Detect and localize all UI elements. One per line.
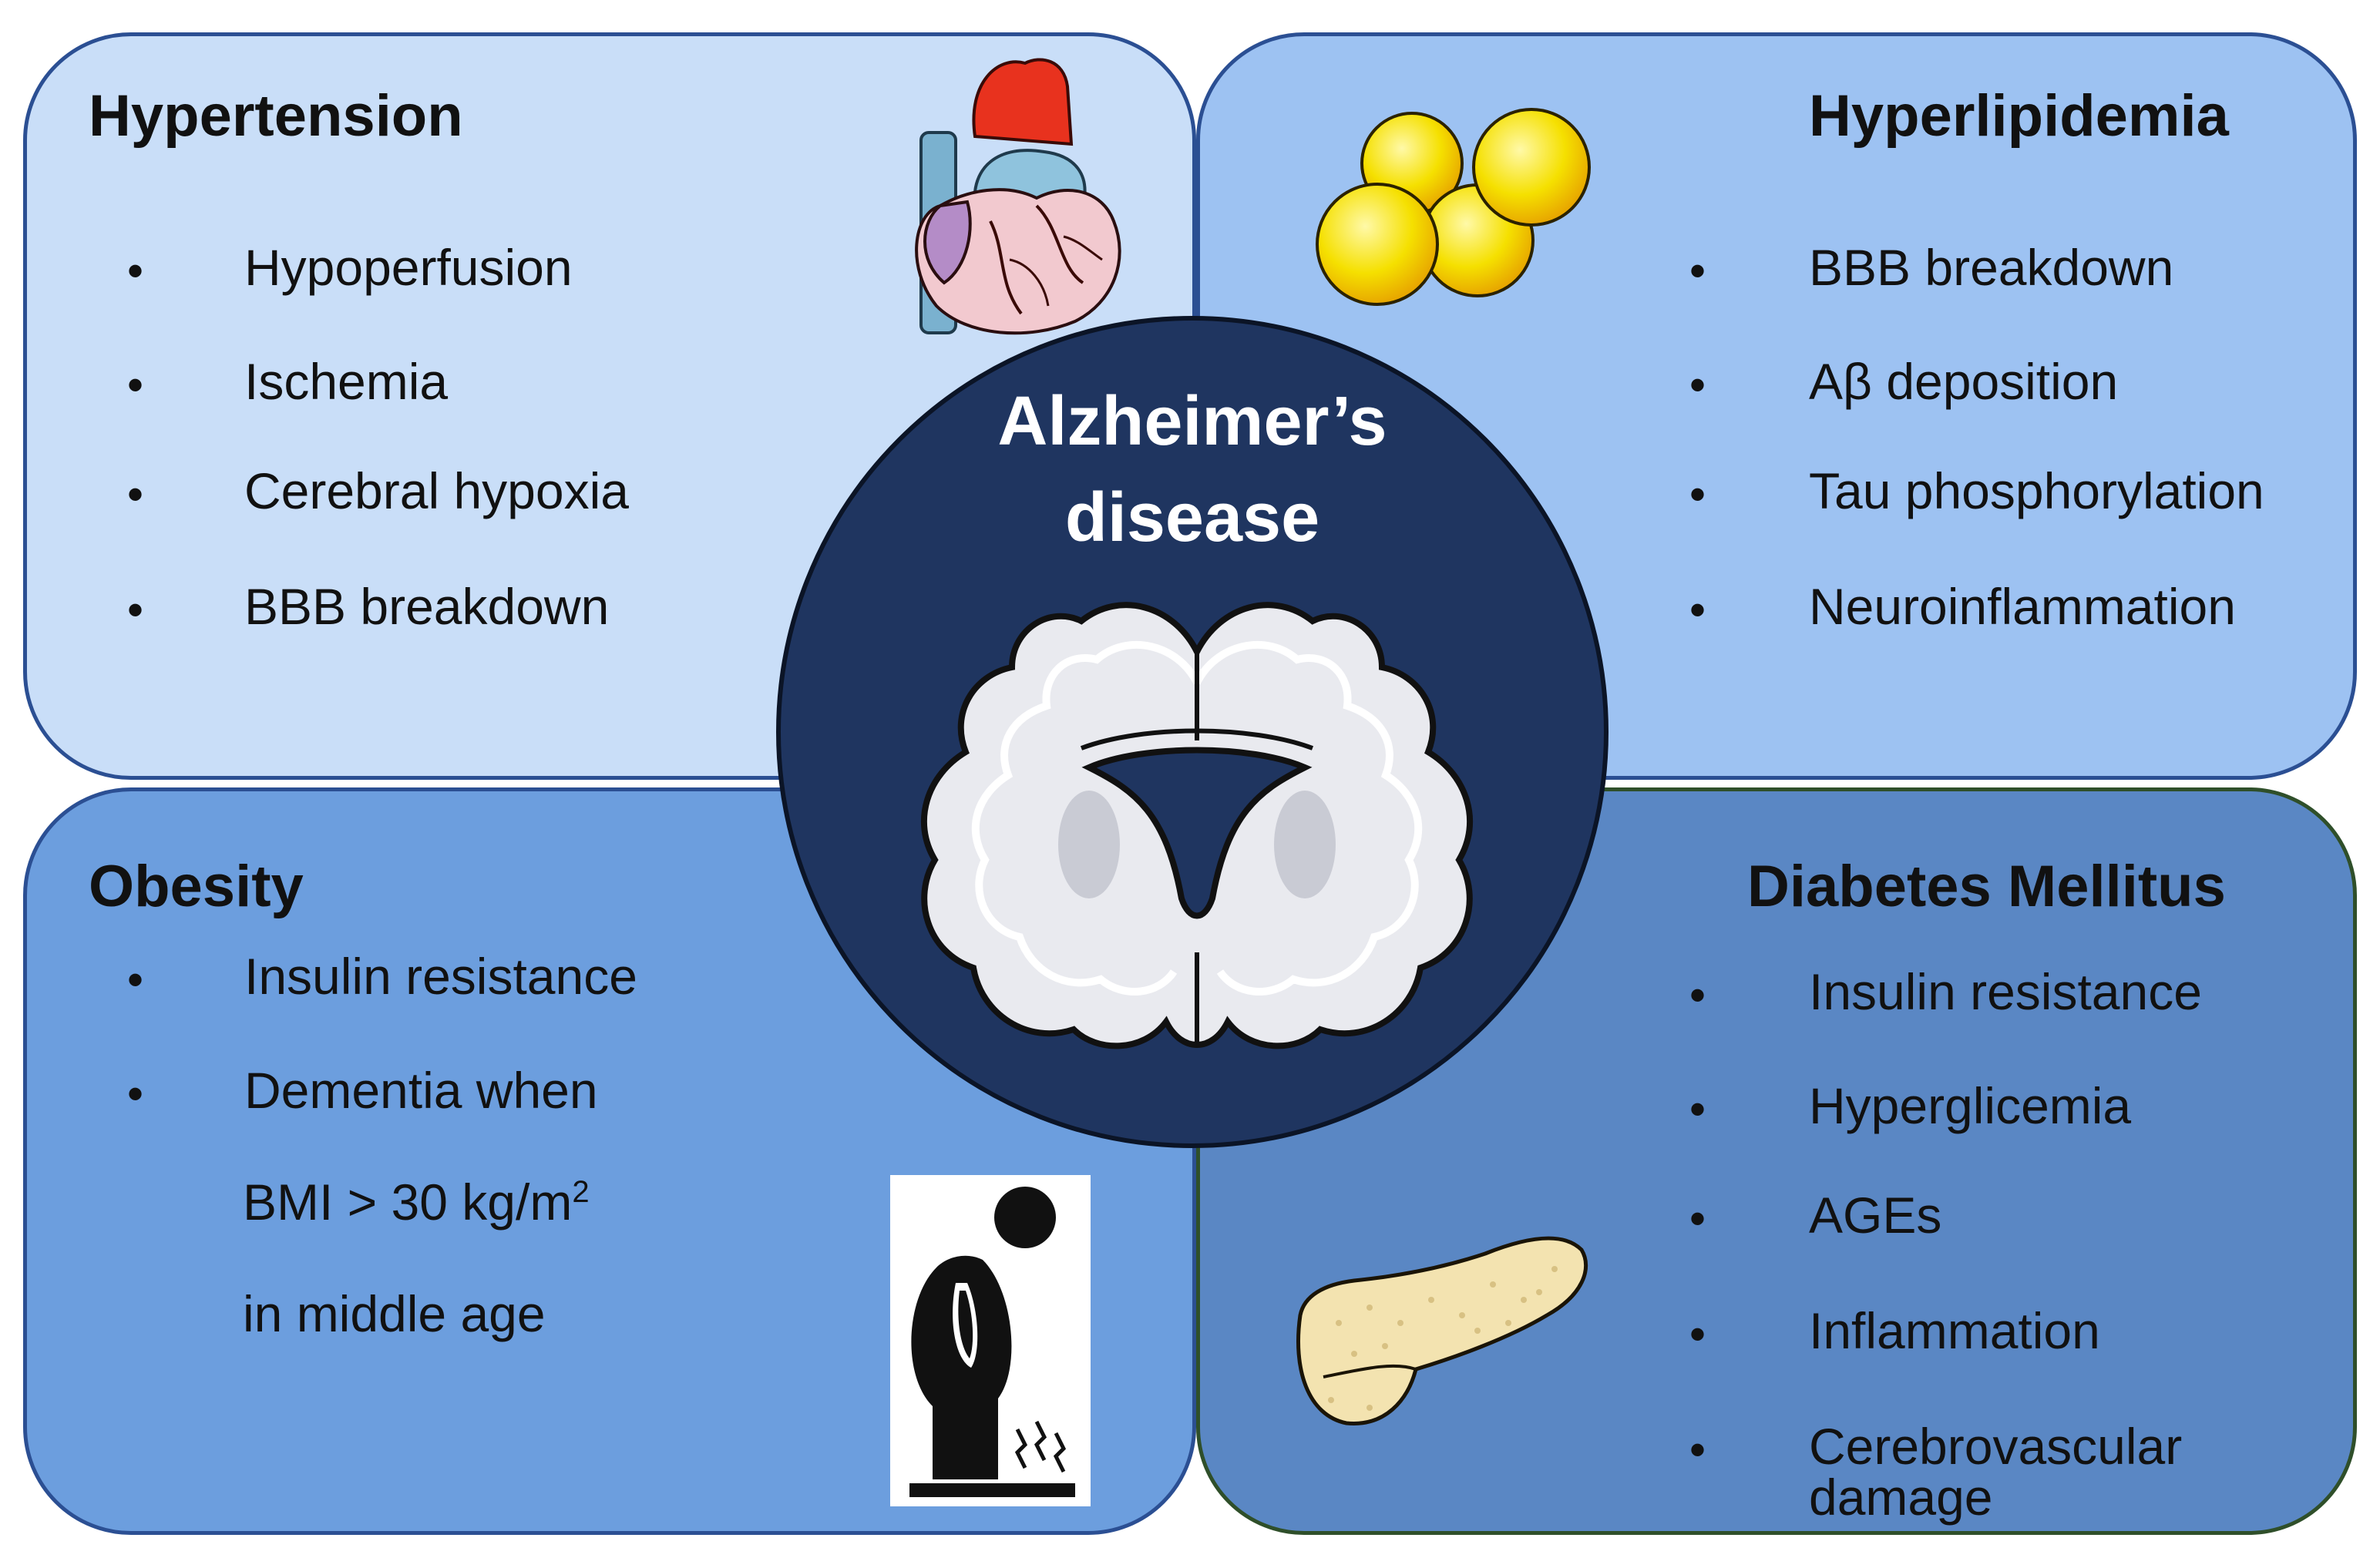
- center-title-line2: disease: [1064, 479, 1320, 556]
- bullet: •: [127, 245, 144, 297]
- obesity-title: Obesity: [89, 854, 304, 919]
- bullet: •: [1689, 245, 1706, 297]
- bullet: •: [127, 584, 144, 636]
- obese-person-on-scale-icon: [890, 1175, 1091, 1506]
- diabetes-item-cerebrovascular: Cerebrovascular: [1809, 1418, 2183, 1475]
- hypertension-item-hypoperfusion: Hypoperfusion: [244, 239, 573, 296]
- bullet: •: [1689, 584, 1706, 636]
- bullet: •: [1689, 1083, 1706, 1135]
- diabetes-item-ages: AGEs: [1809, 1187, 1942, 1244]
- obesity-item-insulin-resistance: Insulin resistance: [244, 948, 637, 1005]
- alzheimers-disease-circle: Alzheimer’s disease: [776, 316, 1609, 1148]
- bullet: •: [127, 954, 144, 1006]
- hypertension-title: Hypertension: [89, 83, 463, 149]
- diabetes-item-insulin-resistance: Insulin resistance: [1809, 963, 2202, 1020]
- diabetes-panel: Diabetes Mellitus • Insulin resistance •…: [1196, 787, 2357, 1535]
- bullet: •: [1689, 359, 1706, 411]
- bullet: •: [127, 359, 144, 411]
- hyperlipidemia-item-tau-phosphorylation: Tau phosphorylation: [1809, 462, 2264, 519]
- bullet: •: [127, 468, 144, 520]
- lipid-droplets-icon: [1316, 108, 1591, 306]
- hypertension-item-bbb-breakdown: BBB breakdown: [244, 578, 610, 635]
- hyperlipidemia-item-neuroinflammation: Neuroinflammation: [1809, 578, 2236, 635]
- bullet: •: [1689, 969, 1706, 1021]
- hyperlipidemia-item-abeta-deposition: Aβ deposition: [1809, 353, 2119, 410]
- hyperlipidemia-item-bbb-breakdown: BBB breakdown: [1809, 239, 2174, 296]
- bullet: •: [127, 1068, 144, 1120]
- bullet: •: [1689, 468, 1706, 520]
- bullet: •: [1689, 1424, 1706, 1476]
- hypertension-item-cerebral-hypoxia: Cerebral hypoxia: [244, 462, 629, 519]
- pancreas-icon: [1296, 1236, 1588, 1425]
- bullet: •: [1689, 1193, 1706, 1244]
- hypertension-item-ischemia: Ischemia: [244, 353, 449, 410]
- obesity-item-middle-age: in middle age: [243, 1285, 546, 1342]
- obesity-item-bmi: BMI > 30 kg/m2: [243, 1174, 590, 1231]
- center-title-line1: Alzheimer’s: [997, 383, 1387, 460]
- diabetes-item-inflammation: Inflammation: [1809, 1302, 2100, 1359]
- hyperlipidemia-title: Hyperlipidemia: [1809, 83, 2229, 149]
- diabetes-title: Diabetes Mellitus: [1747, 854, 2226, 919]
- diabetes-item-hyperglicemia: Hyperglicemia: [1809, 1077, 2132, 1134]
- brain-coronal-section-icon: [921, 602, 1473, 1049]
- obesity-item-dementia-when: Dementia when: [244, 1062, 598, 1119]
- diabetes-item-damage: damage: [1809, 1469, 1993, 1526]
- bullet: •: [1689, 1308, 1706, 1360]
- heart-icon: [915, 58, 1121, 335]
